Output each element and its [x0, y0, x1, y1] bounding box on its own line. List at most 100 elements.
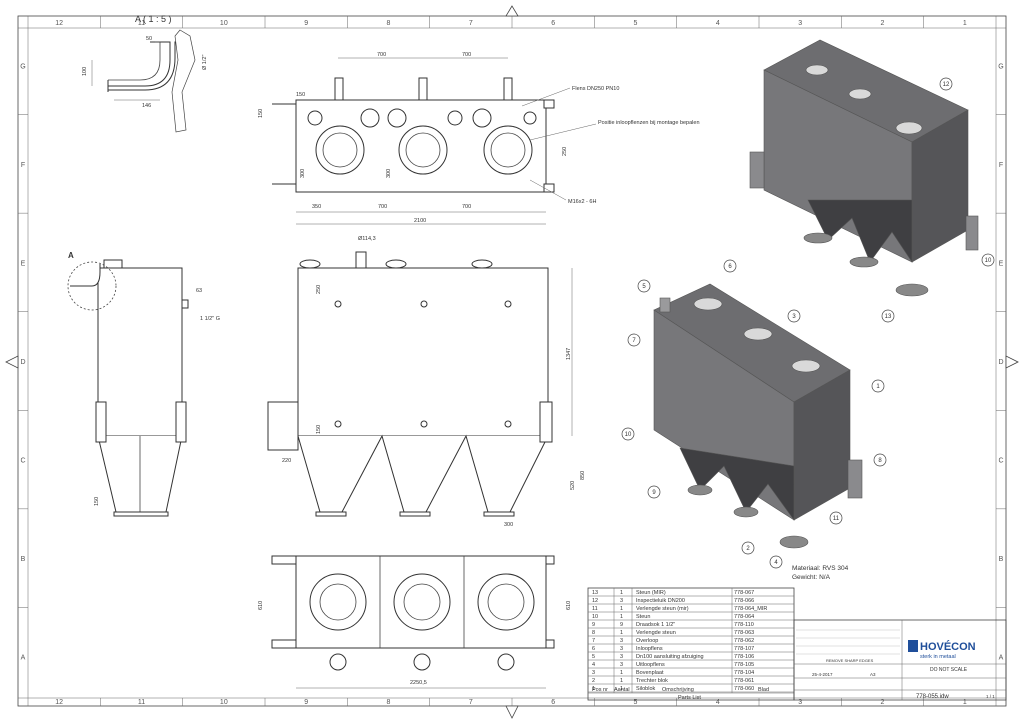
grid-col-label: 7	[469, 699, 473, 706]
parts-cell: 778-061	[734, 678, 754, 684]
isometric-view-back	[749, 39, 979, 297]
grid-row-label: B	[999, 556, 1004, 563]
svg-text:2: 2	[746, 546, 750, 552]
parts-cell: Steun (MIR)	[636, 590, 666, 596]
svg-text:300: 300	[504, 522, 513, 528]
detail-ref-a: A	[68, 251, 74, 260]
grid-row-label: G	[20, 63, 25, 70]
svg-text:150: 150	[258, 109, 264, 118]
svg-text:700: 700	[377, 52, 386, 58]
grid-row-label: D	[20, 359, 25, 366]
grid-col-label: 9	[304, 699, 308, 706]
grid-row-label: E	[999, 260, 1004, 267]
parts-cell: 12	[592, 598, 598, 604]
parts-cell: 2	[592, 678, 595, 684]
parts-cell: Uitloopflens	[636, 662, 665, 668]
top-view: 700 700 150 150 350 700 700 2100 300 300…	[258, 52, 700, 225]
grid-row-label: F	[21, 162, 25, 169]
svg-text:1 1/2" G: 1 1/2" G	[200, 316, 220, 322]
svg-text:Ø114,3: Ø114,3	[358, 236, 376, 242]
weight-label: Gewicht: N/A	[792, 574, 831, 581]
svg-text:25-4-2017: 25-4-2017	[812, 672, 833, 677]
balloon-11: 11	[829, 511, 843, 525]
svg-text:150: 150	[296, 92, 305, 98]
parts-cell: 778-060	[734, 686, 754, 692]
parts-cell: 1	[620, 670, 623, 676]
grid-col-label: 3	[798, 699, 802, 706]
hovecon-logo-mark	[908, 640, 918, 652]
detail-title: A ( 1 : 5 )	[135, 14, 172, 24]
parts-cell: 3	[592, 670, 595, 676]
balloon-6: 6	[723, 259, 737, 273]
parts-cell: 3	[620, 598, 623, 604]
balloon-1: 1	[871, 379, 885, 393]
balloon-12: 12	[939, 77, 953, 91]
grid-row-label: C	[998, 458, 1003, 465]
svg-text:Ø 1/2": Ø 1/2"	[202, 55, 208, 70]
parts-cell: 778-063	[734, 630, 754, 636]
svg-text:63: 63	[196, 288, 202, 294]
balloon-2: 2	[741, 541, 755, 555]
svg-text:350: 350	[312, 204, 321, 210]
grid-col-label: 6	[551, 20, 555, 27]
grid-col-label: 2	[881, 699, 885, 706]
callout-thread: M16x2 - 6H	[568, 199, 596, 205]
svg-text:250: 250	[562, 147, 568, 156]
balloon-10: 10	[981, 253, 995, 267]
svg-text:1: 1	[876, 384, 880, 390]
parts-cell: 778-110	[734, 622, 754, 628]
grid-col-label: 9	[304, 20, 308, 27]
svg-text:850: 850	[580, 471, 586, 480]
parts-cell: 11	[592, 606, 598, 612]
no-scale-label: DO NOT SCALE	[930, 667, 968, 673]
grid-row-label: F	[999, 162, 1003, 169]
bottom-view: 2250,5 610 610	[258, 555, 572, 689]
center-mark-right	[1005, 355, 1019, 369]
grid-col-label: 5	[634, 20, 638, 27]
grid-row-label: A	[999, 655, 1004, 662]
grid-col-label: 8	[387, 20, 391, 27]
grid-row-label: G	[998, 63, 1003, 70]
drawing-number: 778-055.idw	[916, 694, 949, 700]
svg-text:5: 5	[642, 284, 646, 290]
parts-cell: Inloopflens	[636, 646, 663, 652]
detail-view-a: A ( 1 : 5 ) 50 146 100 Ø 1/2"	[82, 14, 208, 133]
grid-col-label: 8	[387, 699, 391, 706]
balloon-4: 4	[769, 555, 783, 569]
parts-cell: 778-064	[734, 614, 754, 620]
svg-text:300: 300	[386, 169, 392, 178]
parts-cell: 3	[620, 646, 623, 652]
parts-cell: 778-067	[734, 590, 754, 596]
parts-row: 8 1 Verlengde steun 778-063	[588, 630, 794, 637]
grid-col-label: 5	[634, 699, 638, 706]
parts-cell: 9	[620, 622, 623, 628]
callout-position: Positie inloopflenzen bij montage bepale…	[598, 120, 700, 126]
parts-cell: Draadsok 1 1/2"	[636, 622, 675, 628]
grid-col-label: 10	[220, 699, 228, 706]
grid-col-label: 7	[469, 20, 473, 27]
grid-col-label: 4	[716, 699, 720, 706]
parts-cell: 1	[620, 630, 623, 636]
grid-col-label: 12	[55, 20, 63, 27]
parts-cell: 8	[592, 630, 595, 636]
svg-text:100: 100	[82, 67, 88, 76]
grid-col-label: 6	[551, 699, 555, 706]
grid-col-label: 3	[798, 20, 802, 27]
svg-text:146: 146	[142, 103, 151, 109]
svg-text:3: 3	[792, 314, 796, 320]
parts-cell: Trechter blok	[636, 678, 668, 684]
title-block: 25-4-2017 A3 REMOVE SHARP EDGES HOVÉCON …	[793, 619, 1007, 701]
parts-cell: Verlengde steun	[636, 630, 676, 636]
center-mark-left	[5, 355, 19, 369]
